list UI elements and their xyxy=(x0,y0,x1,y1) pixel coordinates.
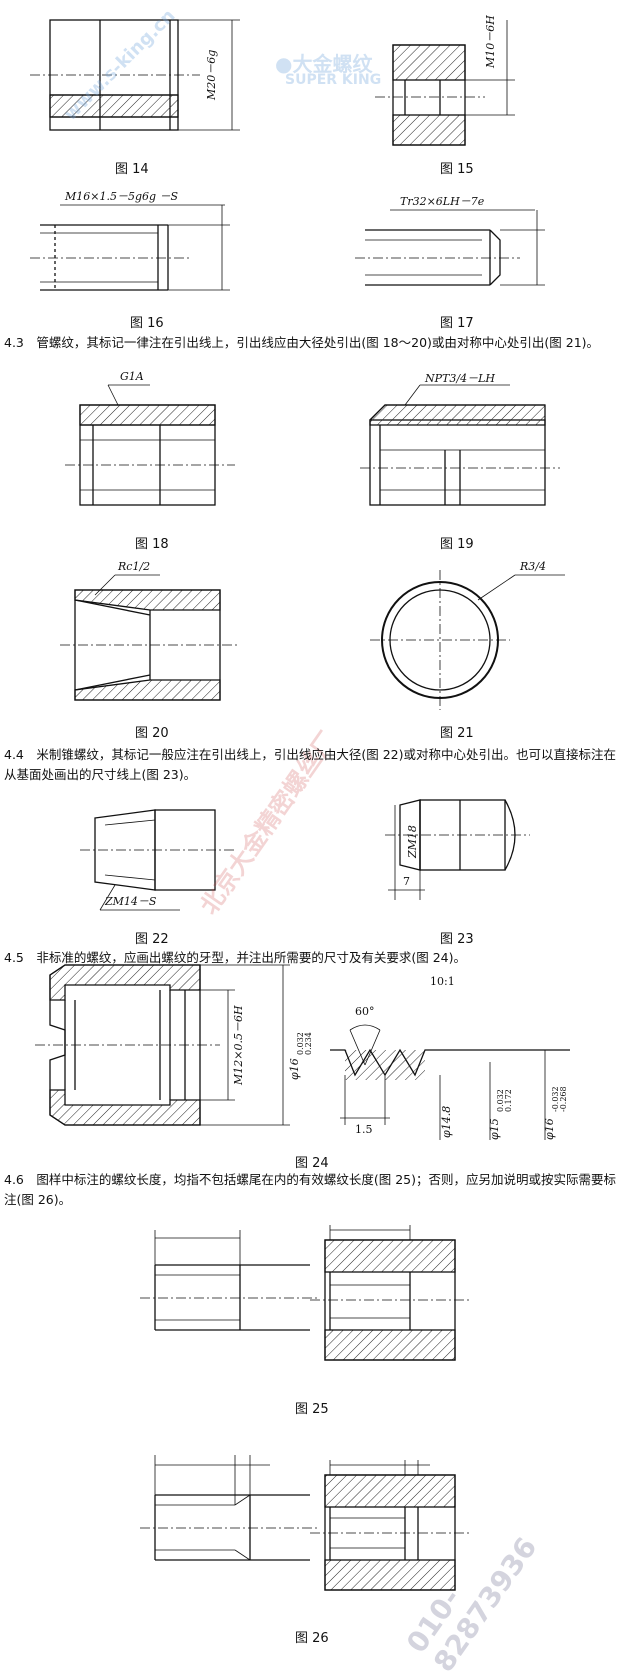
fig23-dim: 7 xyxy=(403,875,410,888)
fig15-label: M10－6H xyxy=(484,15,497,68)
fig24-pitch: 1.5 xyxy=(355,1123,373,1136)
fig24-d2-tol-lower: 0.172 xyxy=(504,1089,513,1112)
fig20-label: Rc1/2 xyxy=(118,560,151,573)
figure-19-drawing xyxy=(360,384,560,506)
caption-fig-19: 图 19 xyxy=(440,537,474,552)
fig17-label: Tr32×6LH－7e xyxy=(400,195,485,208)
caption-fig-23: 图 23 xyxy=(440,932,474,947)
caption-fig-26: 图 26 xyxy=(295,1631,329,1646)
fig24-d2: φ15 xyxy=(488,1118,501,1140)
figure-25-nut-drawing xyxy=(310,1225,470,1361)
figure-15-drawing xyxy=(375,20,515,146)
figure-22-drawing xyxy=(80,809,235,911)
fig24-d3-tol-lower: -0.268 xyxy=(559,1086,568,1112)
watermark-logo-cn: ●大金螺纹 xyxy=(275,52,373,76)
fig24-angle: 60° xyxy=(355,1005,375,1018)
figure-25-bolt-drawing xyxy=(140,1230,320,1331)
section-4-4: 4.4 米制锥螺纹，其标记一般应注在引出线上，引出线应由大径(图 22)或对称中… xyxy=(4,747,617,782)
caption-fig-24: 图 24 xyxy=(295,1156,329,1171)
fig23-label: ZM18 xyxy=(406,825,419,858)
fig16-label: M16×1.5－5g6g －S xyxy=(65,190,179,203)
fig24-scale: 10:1 xyxy=(430,975,455,988)
figure-21-drawing xyxy=(370,570,565,710)
fig19-label: NPT3/4－LH xyxy=(425,372,495,385)
figure-26-bolt-drawing xyxy=(140,1455,320,1561)
fig14-label: M20－6g xyxy=(205,49,218,100)
caption-fig-17: 图 17 xyxy=(440,316,474,331)
caption-fig-25: 图 25 xyxy=(295,1402,329,1417)
caption-fig-21: 图 21 xyxy=(440,726,474,741)
fig24-d3: φ16 xyxy=(543,1118,556,1140)
section-4-6: 4.6 图样中标注的螺纹长度，均指不包括螺尾在内的有效螺纹长度(图 25)；否则… xyxy=(4,1172,617,1207)
section-4-5: 4.5 非标准的螺纹，应画出螺纹的牙型，并注出所需要的尺寸及有关要求(图 24)… xyxy=(4,950,467,965)
fig24-d1: φ14.8 xyxy=(440,1105,453,1138)
figure-17-drawing xyxy=(355,209,545,286)
figure-18-drawing xyxy=(65,384,235,506)
figure-26-nut-drawing xyxy=(310,1460,470,1591)
caption-fig-18: 图 18 xyxy=(135,537,169,552)
caption-fig-22: 图 22 xyxy=(135,932,169,947)
fig18-label: G1A xyxy=(120,370,144,383)
figure-24-profile-drawing xyxy=(330,1024,570,1140)
fig22-label: ZM14－S xyxy=(105,895,157,908)
fig21-label: R3/4 xyxy=(520,560,546,573)
figure-14-drawing xyxy=(30,19,240,131)
figure-16-drawing xyxy=(30,204,230,291)
fig24-thread-label: M12×0.5－6H xyxy=(232,1005,245,1085)
figure-24-part-drawing xyxy=(35,964,290,1126)
figure-20-drawing xyxy=(60,574,240,701)
caption-fig-14: 图 14 xyxy=(115,162,149,177)
section-4-3: 4.3 管螺纹，其标记一律注在引出线上，引出线应由大径处引出(图 18～20)或… xyxy=(4,335,600,350)
watermark-logo-en: SUPER KING xyxy=(285,72,382,88)
fig24-dia-label: φ16 xyxy=(288,1058,301,1080)
figure-23-drawing xyxy=(385,799,530,900)
fig24-dia-tol-lower: 0.234 xyxy=(304,1032,313,1055)
caption-fig-20: 图 20 xyxy=(135,726,169,741)
caption-fig-16: 图 16 xyxy=(130,316,164,331)
caption-fig-15: 图 15 xyxy=(440,162,474,177)
